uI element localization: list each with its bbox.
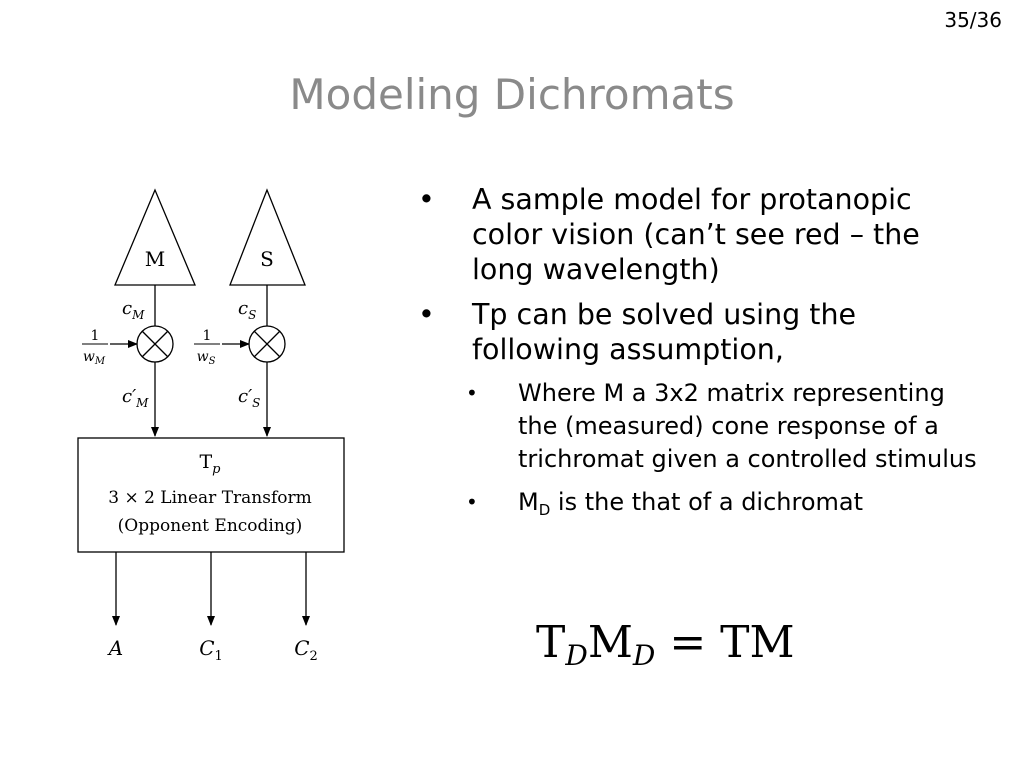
md-rest: is the that of a dichromat — [550, 488, 864, 516]
svg-text:TDMD = TM: TDMD = TM — [536, 617, 795, 672]
slide-title: Modeling Dichromats — [289, 70, 735, 119]
gain-right-in-label: cS — [238, 298, 256, 322]
sub-bullet-dichromat: MD is the that of a dichromat — [418, 486, 988, 527]
bullet-item-model: A sample model for protanopic color visi… — [418, 182, 988, 287]
gain-left-out-label: c′M — [122, 386, 149, 410]
svg-text:1: 1 — [203, 328, 212, 344]
gain-right-out-label: c′S — [238, 386, 260, 410]
cone-s-label: S — [260, 247, 274, 271]
page-number: 35/36 — [944, 8, 1002, 32]
md-subscript: D — [538, 501, 551, 519]
output-a-label: A — [107, 636, 123, 660]
svg-text:wS: wS — [197, 349, 216, 367]
transform-label: Tp — [199, 451, 221, 477]
svg-text:wM: wM — [83, 349, 106, 367]
weight-right-fraction: 1 wS — [194, 328, 220, 367]
gain-left-in-label: cM — [122, 298, 145, 322]
equation: TDMD = TM — [536, 617, 795, 672]
transform-line1: 3 × 2 Linear Transform — [108, 488, 312, 508]
output-c1-label: C1 — [199, 636, 223, 664]
bullet-list: A sample model for protanopic color visi… — [418, 182, 988, 537]
bullet-item-assumption: Tp can be solved using the following ass… — [418, 297, 988, 367]
svg-text:1: 1 — [91, 328, 100, 344]
output-c2-label: C2 — [294, 636, 318, 664]
sub-bullet-matrix: Where M a 3x2 matrix representing the (m… — [418, 377, 988, 476]
md-main: M — [518, 488, 539, 516]
multiplier-right-icon — [248, 325, 286, 363]
cone-m-label: M — [145, 247, 165, 271]
weight-left-fraction: 1 wM — [82, 328, 108, 367]
dichromat-model-diagram: M S cM cS 1 wM 1 wS c′M c′S Tp 3 × 2 Lin… — [77, 188, 345, 664]
multiplier-left-icon — [136, 325, 174, 363]
transform-line2: (Opponent Encoding) — [118, 516, 303, 536]
